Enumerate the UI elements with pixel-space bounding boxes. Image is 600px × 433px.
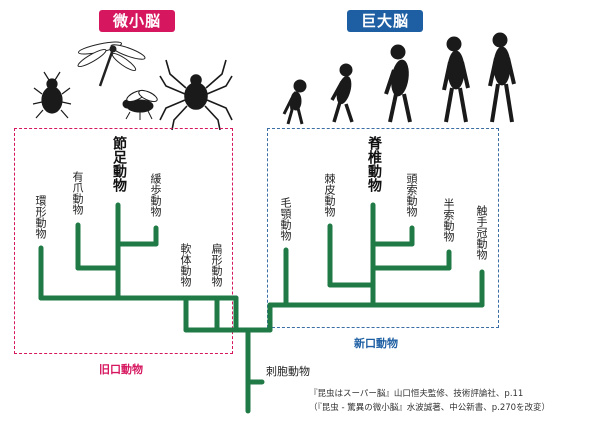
taxon-chordata: 脊椎動物 <box>366 136 382 192</box>
beetle-icon <box>32 71 72 119</box>
dragonfly-icon <box>77 41 146 87</box>
taxon-tardigrada: 緩歩動物 <box>149 173 162 217</box>
taxon-arthropoda: 節足動物 <box>111 136 127 192</box>
taxon-echinodermata: 棘皮動物 <box>323 173 336 217</box>
taxon-hemichordata: 頭索動物 <box>405 173 418 217</box>
micro-brain-badge: 微小脳 <box>99 10 175 32</box>
taxon-mollusca: 軟体動物 <box>179 243 192 287</box>
taxon-cnidaria: 刺胞動物 <box>266 365 310 378</box>
taxon-chaetognatha: 毛顎動物 <box>279 197 292 241</box>
protostome-box <box>14 128 233 354</box>
human-evolution-icon <box>282 32 516 125</box>
taxon-platyhelminthes: 扁形動物 <box>210 243 223 287</box>
source-caption-line-1: 『昆虫はスーパー脳』山口恒夫監修、技術評論社、p.11 <box>309 389 524 399</box>
deuterostome-box <box>267 128 499 328</box>
spider-icon <box>159 59 233 131</box>
taxon-hemichordata-2: 半索動物 <box>442 198 455 242</box>
taxon-annelida: 環形動物 <box>34 195 47 239</box>
source-caption-line-2: （『昆虫 - 驚異の微小脳』水波誠著、中公新書、p.270を改変） <box>309 403 551 413</box>
deuterostome-label: 新口動物 <box>354 337 398 350</box>
taxon-onychophora: 有爪動物 <box>71 171 84 215</box>
bee-icon <box>122 89 158 120</box>
protostome-label: 旧口動物 <box>99 363 143 376</box>
taxon-lophophorata: 触手冠動物 <box>475 205 488 260</box>
mega-brain-badge: 巨大脳 <box>347 10 423 32</box>
